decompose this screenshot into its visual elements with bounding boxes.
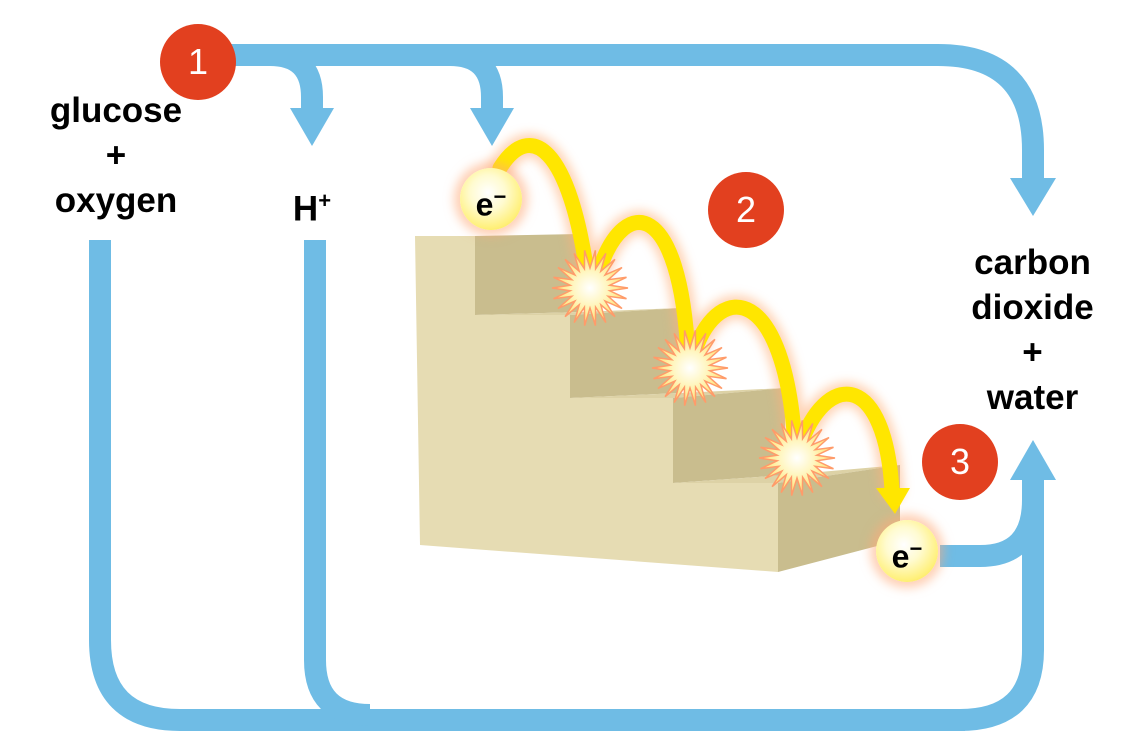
energy-bursts (551, 250, 836, 496)
input-oxygen-text: oxygen (54, 181, 178, 220)
stairs-body (415, 236, 778, 572)
electron-arc-1 (492, 138, 596, 288)
energy-burst-1 (551, 250, 629, 326)
output-carbon-text: carbon (974, 243, 1091, 282)
top-pathway-line (200, 44, 1044, 180)
electron-arcs (488, 133, 910, 514)
electron-charge: − (493, 184, 507, 209)
proton-charge: + (318, 188, 332, 213)
input-glucose-text: glucose (49, 91, 183, 130)
arrowhead-electron-down (470, 108, 514, 146)
energy-burst-3 (758, 420, 836, 496)
electron-high-energy: e− (460, 168, 522, 230)
electron-low-energy: e− (876, 520, 938, 582)
proton-label: H+ (272, 178, 352, 232)
output-dioxide-text: dioxide (971, 288, 1094, 327)
branch-to-electron-line (449, 44, 503, 110)
electron-arc-3 (687, 299, 803, 453)
arrowhead-output-down (1010, 178, 1056, 216)
electron-symbol: e (475, 186, 494, 223)
output-water-text: water (986, 378, 1079, 417)
proton-symbol: H (292, 189, 319, 229)
stair-riser-1 (475, 234, 580, 315)
input-label: glucose + oxygen (36, 88, 196, 223)
pathway-arrows (89, 44, 1044, 731)
energy-staircase (415, 234, 900, 572)
output-plus-text: + (1022, 333, 1043, 372)
electron-symbol: e (891, 538, 910, 575)
electron-arc-arrowhead (876, 488, 910, 514)
electron-charge: − (909, 536, 923, 561)
bottom-to-output-line (959, 478, 1044, 731)
electron-arc-2 (592, 215, 696, 363)
step-badge-3: 3 (922, 424, 998, 500)
stair-riser-2 (570, 308, 680, 398)
electron-arc-4 (794, 386, 900, 498)
branch-to-proton-line (269, 44, 323, 110)
output-label: carbon dioxide + water (950, 240, 1115, 420)
arrowheads (290, 108, 1056, 480)
energy-burst-2 (651, 330, 729, 406)
input-plus-text: + (105, 136, 127, 175)
arrowhead-output-up (1010, 440, 1056, 480)
arrowhead-proton-down (290, 108, 334, 146)
stair-riser-3 (673, 388, 785, 483)
input-down-line (89, 240, 965, 731)
stair-riser-4 (778, 465, 900, 572)
step-badge-2: 2 (708, 172, 784, 248)
step-badge-1: 1 (160, 24, 236, 100)
proton-down-line (304, 240, 371, 726)
